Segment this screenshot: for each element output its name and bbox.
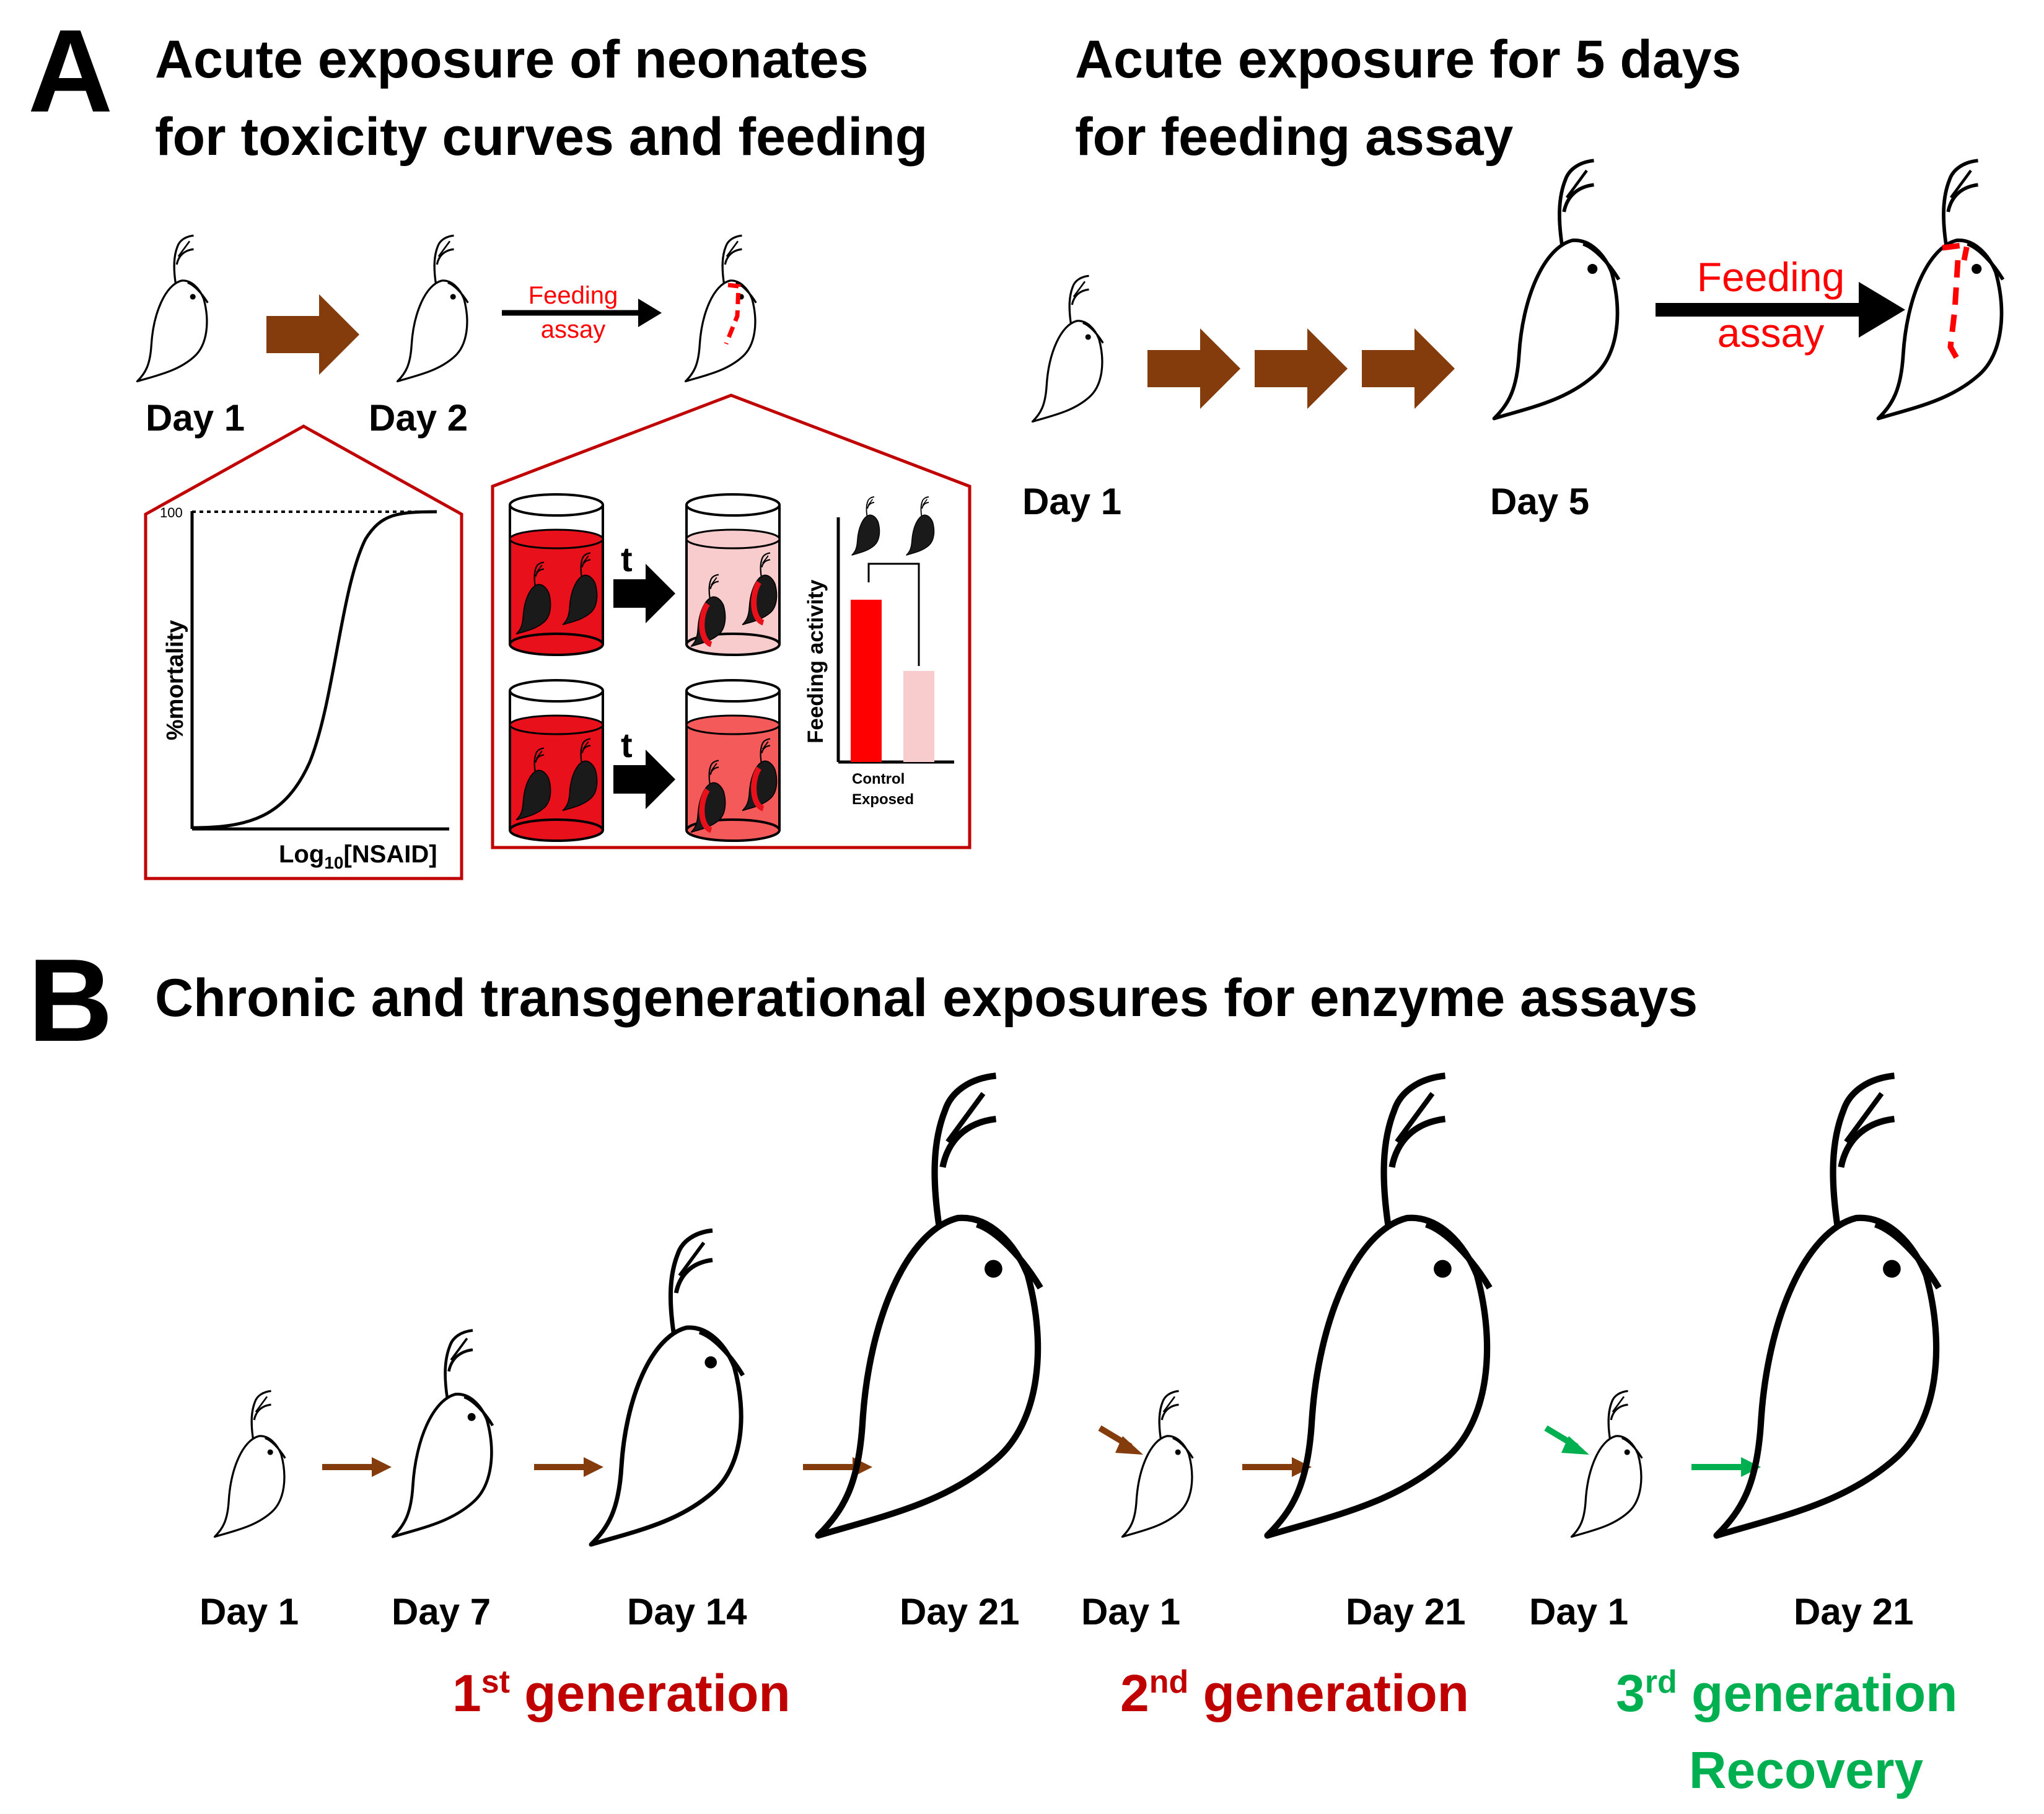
day-label: Day 21 xyxy=(900,1591,1019,1632)
generation-3-label: 3rd generation xyxy=(1616,1664,1957,1722)
feeding-assay-frame xyxy=(491,393,972,849)
legend-control: Control xyxy=(852,771,905,787)
bar-control xyxy=(851,600,882,762)
green-arrow-icon xyxy=(1691,1457,1761,1477)
daphnia-icon xyxy=(851,496,880,556)
generation-2-label: 2nd generation xyxy=(1120,1664,1469,1722)
beaker-control-before xyxy=(509,493,604,656)
daphnia-icon xyxy=(684,234,757,383)
curve-y-max-label: 100 xyxy=(160,505,183,520)
legend-exposed: Exposed xyxy=(852,791,914,808)
brown-arrow-icon xyxy=(1147,328,1240,409)
brown-arrow-icon xyxy=(1255,328,1348,409)
day-label: Day 2 xyxy=(369,397,468,439)
day-label: Day 1 xyxy=(1529,1591,1628,1632)
feeding-label-large-top: Feeding xyxy=(1697,254,1845,300)
feeding-label-small-bottom: assay xyxy=(541,316,606,343)
day-label: Day 1 xyxy=(146,397,245,439)
curve-xlabel: Log10[NSAID] xyxy=(279,841,437,872)
curve-ylabel: %mortality xyxy=(162,620,188,740)
day-label: Day 1 xyxy=(1022,481,1121,522)
day-label: Day 1 xyxy=(1081,1591,1180,1632)
feeding-label-small-top: Feeding xyxy=(529,282,618,309)
time-label: t xyxy=(621,725,633,765)
time-arrow-bottom xyxy=(613,750,675,809)
brown-arrow-icon xyxy=(534,1457,603,1477)
feeding-assay-arrow-small xyxy=(502,299,662,327)
gut-dashed-line xyxy=(1942,241,1971,367)
daphnia-icon xyxy=(396,234,469,383)
daphnia-icon xyxy=(1031,274,1104,423)
panel-b-title: Chronic and transgenerational exposures … xyxy=(155,968,1698,1028)
mortality-curve xyxy=(191,510,437,830)
panel-a-letter: A xyxy=(28,6,113,137)
daphnia-icon xyxy=(1494,160,1619,418)
daphnia-icon xyxy=(905,496,935,556)
recovery-label: Recovery xyxy=(1689,1741,1924,1799)
daphnia-icon xyxy=(136,234,209,383)
brown-arrow-icon xyxy=(1362,328,1455,409)
day-label: Day 5 xyxy=(1490,481,1589,522)
day-label: Day 21 xyxy=(1794,1591,1913,1632)
feeding-label-large-bottom: assay xyxy=(1717,310,1824,356)
daphnia-icon xyxy=(1879,160,2003,418)
beaker-control-after xyxy=(685,493,781,656)
green-arrow-icon xyxy=(1544,1425,1589,1455)
panel-b-letter: B xyxy=(28,935,113,1066)
day-label: Day 1 xyxy=(200,1591,299,1632)
toxicity-curve-frame xyxy=(144,424,463,880)
feeding-assay-arrow-large xyxy=(1656,282,1905,338)
generation-1-label: 1st generation xyxy=(452,1664,791,1722)
day-label: Day 7 xyxy=(392,1591,491,1632)
brown-arrow-icon xyxy=(266,294,359,375)
daphnia-icon xyxy=(393,1330,493,1536)
day-label: Day 14 xyxy=(627,1591,747,1632)
day-label: Day 21 xyxy=(1346,1591,1465,1632)
daphnia-icon xyxy=(591,1230,743,1545)
panel-a-left-title-line2: for toxicity curves and feeding xyxy=(155,107,928,167)
feeding-activity-ylabel: Feeding activity xyxy=(804,579,828,743)
panel-a-right-title-line2: for feeding assay xyxy=(1075,107,1514,167)
daphnia-icon xyxy=(1121,1390,1194,1538)
time-label: t xyxy=(621,540,633,579)
brown-arrow-icon xyxy=(322,1457,392,1477)
daphnia-icon xyxy=(213,1390,286,1538)
brown-arrow-icon xyxy=(803,1457,872,1477)
panel-a-right-title-line1: Acute exposure for 5 days xyxy=(1075,30,1741,89)
beaker-exposed-before xyxy=(509,679,604,842)
brown-arrow-icon xyxy=(1098,1425,1143,1455)
daphnia-icon xyxy=(1570,1390,1643,1538)
time-arrow-top xyxy=(613,564,675,623)
gut-dashed-line xyxy=(724,283,741,345)
beaker-exposed-after xyxy=(685,679,781,842)
brown-arrow-icon xyxy=(1242,1457,1312,1477)
panel-a-left-title-line1: Acute exposure of neonates xyxy=(155,30,869,89)
bar-exposed xyxy=(903,671,934,762)
